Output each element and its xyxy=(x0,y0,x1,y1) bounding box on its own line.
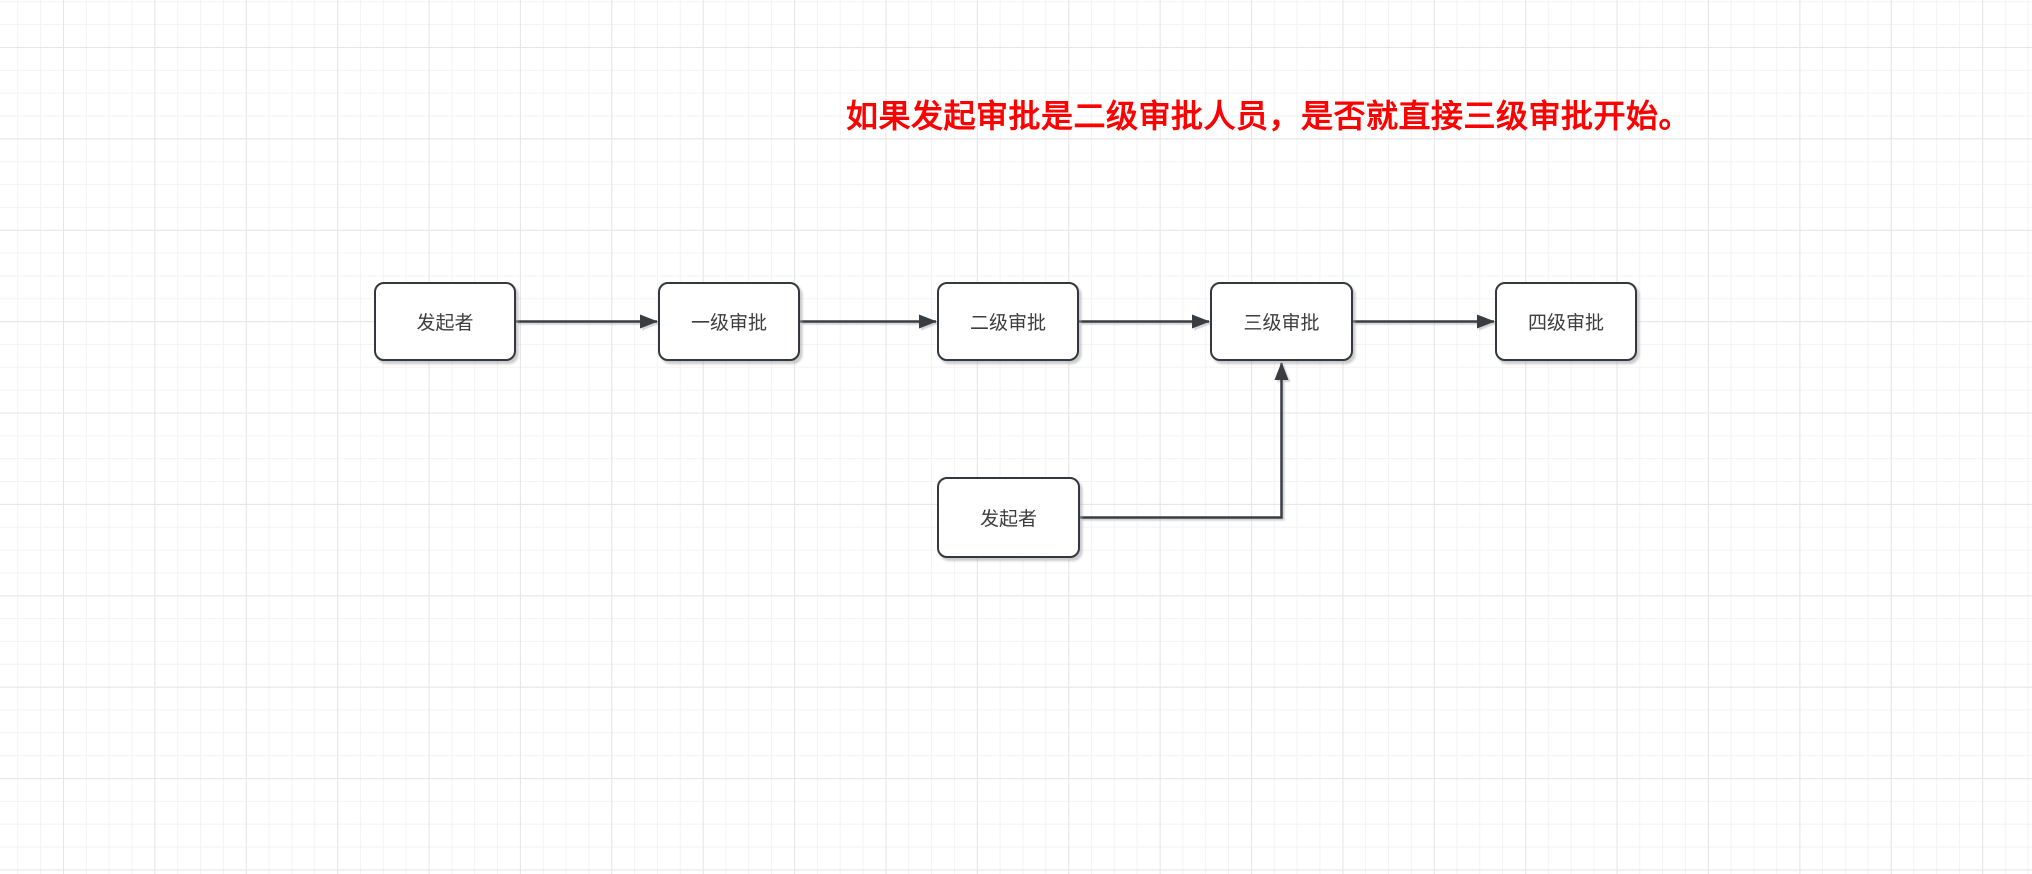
node-label: 发起者 xyxy=(416,313,474,334)
flow-node-initiator-alt[interactable]: 发起者 xyxy=(937,477,1080,558)
flow-node-level-3[interactable]: 三级审批 xyxy=(1210,282,1353,361)
annotation-text[interactable]: 如果发起审批是二级审批人员，是否就直接三级审批开始。 xyxy=(846,98,1692,134)
flow-edge-initiator-alt-to-level-3[interactable] xyxy=(1080,362,1289,519)
node-label: 四级审批 xyxy=(1527,313,1604,334)
flow-node-initiator-top[interactable]: 发起者 xyxy=(374,282,516,361)
flow-node-level-2[interactable]: 二级审批 xyxy=(937,282,1079,361)
node-label: 发起者 xyxy=(979,509,1037,530)
node-label: 三级审批 xyxy=(1243,313,1320,334)
flow-node-level-1[interactable]: 一级审批 xyxy=(658,282,800,361)
flow-node-level-4[interactable]: 四级审批 xyxy=(1495,282,1637,361)
node-label: 一级审批 xyxy=(690,313,767,334)
node-label: 二级审批 xyxy=(969,313,1046,334)
